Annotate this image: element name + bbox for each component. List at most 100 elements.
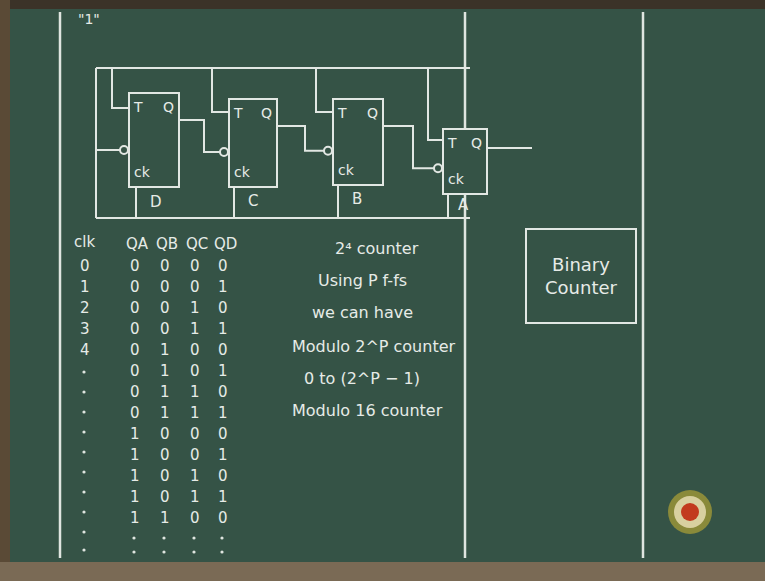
pin-label: T	[448, 136, 457, 151]
board-top-frame	[0, 0, 765, 9]
table-cell: 1	[190, 468, 200, 485]
table-cell: 0	[130, 258, 140, 275]
flip-flop-box: T Qck	[128, 92, 180, 188]
circuit-wires	[96, 68, 532, 218]
table-cell: 0	[160, 258, 170, 275]
pin-label: Q	[261, 106, 272, 121]
logic-high-label: "1"	[78, 12, 100, 27]
pin-label: T	[134, 100, 143, 115]
note-text: 0 to (2^P − 1)	[304, 370, 420, 388]
table-cell: 0	[130, 363, 140, 380]
column-header: QA	[126, 236, 148, 253]
table-cell: 1	[80, 279, 90, 296]
pin-label: Q	[163, 100, 174, 115]
table-cell: 0	[218, 510, 228, 527]
clock-wire	[384, 126, 442, 172]
table-cell: 0	[218, 426, 228, 443]
flip-flop-box: T Qck	[228, 98, 278, 188]
board-left-frame	[0, 0, 10, 581]
table-cell: 4	[80, 342, 90, 359]
table-cell: 0	[160, 321, 170, 338]
clock-wire	[180, 120, 228, 156]
pin-label: ck	[134, 165, 150, 180]
column-header: clk	[74, 234, 95, 251]
flip-flop-name: C	[248, 193, 258, 210]
table-cell: 0	[80, 258, 90, 275]
table-cell: 0	[190, 426, 200, 443]
table-cell: 0	[130, 279, 140, 296]
table-cell: 0	[130, 384, 140, 401]
note-text: Modulo 16 counter	[292, 402, 442, 420]
table-cell: 0	[160, 426, 170, 443]
pin-label: ck	[234, 165, 250, 180]
column-header: QB	[156, 236, 178, 253]
pin-label: Q	[471, 136, 482, 151]
column-header: QC	[186, 236, 208, 253]
table-cell: 3	[80, 321, 90, 338]
table-cell: 1	[190, 300, 200, 317]
table-cell: 0	[218, 258, 228, 275]
note-text: Using P f-fs	[318, 272, 407, 290]
table-cell: 0	[218, 300, 228, 317]
table-cell: 1	[218, 363, 228, 380]
table-cell: 1	[130, 447, 140, 464]
table-cell: 1	[190, 321, 200, 338]
table-cell: 1	[218, 321, 228, 338]
flip-flop-box: TQck	[442, 128, 488, 195]
note-text: Modulo 2^P counter	[292, 338, 455, 356]
note-text: we can have	[312, 304, 413, 322]
table-cell: 0	[160, 447, 170, 464]
chalk-tray	[0, 562, 765, 581]
column-header: QD	[214, 236, 237, 253]
table-cell: 1	[160, 363, 170, 380]
flip-flop-name: A	[458, 197, 468, 214]
table-cell: 0	[160, 300, 170, 317]
table-cell: 1	[130, 468, 140, 485]
table-cell: 1	[218, 405, 228, 422]
table-cell: 1	[160, 510, 170, 527]
table-cell: 1	[218, 447, 228, 464]
table-cell: 0	[130, 300, 140, 317]
table-cell: 1	[160, 342, 170, 359]
table-cell: 0	[160, 279, 170, 296]
flip-flop-name: B	[352, 191, 362, 208]
pin-label: ck	[448, 172, 464, 187]
pin-label: ck	[338, 163, 354, 178]
table-cell: 1	[190, 489, 200, 506]
pin-label: T	[234, 106, 243, 121]
table-cell: 0	[190, 342, 200, 359]
table-cell: 0	[190, 279, 200, 296]
table-cell: 0	[218, 384, 228, 401]
table-cell: 1	[218, 279, 228, 296]
table-cell: 0	[190, 258, 200, 275]
title-box: Binary Counter	[525, 228, 637, 324]
continuation-dots	[82, 370, 223, 553]
pin-label: T	[338, 106, 347, 121]
flip-flop-name: D	[150, 194, 162, 211]
note-text: 2⁴ counter	[335, 240, 418, 258]
box-title: Binary Counter	[533, 253, 629, 300]
table-cell: 0	[160, 468, 170, 485]
chalk-lines	[60, 12, 643, 558]
table-cell: 1	[130, 426, 140, 443]
table-cell: 0	[218, 468, 228, 485]
table-cell: 0	[130, 342, 140, 359]
table-cell: 0	[130, 405, 140, 422]
table-cell: 1	[130, 489, 140, 506]
flip-flop-box: T Qck	[332, 98, 384, 186]
video-logo	[668, 490, 712, 534]
table-cell: 0	[190, 447, 200, 464]
pin-label: Q	[367, 106, 378, 121]
table-cell: 0	[130, 321, 140, 338]
clock-wire	[278, 126, 332, 155]
table-cell: 1	[160, 405, 170, 422]
table-cell: 0	[190, 510, 200, 527]
table-cell: 2	[80, 300, 90, 317]
table-cell: 1	[130, 510, 140, 527]
table-cell: 1	[190, 384, 200, 401]
table-cell: 0	[218, 342, 228, 359]
table-cell: 0	[160, 489, 170, 506]
table-cell: 0	[190, 363, 200, 380]
